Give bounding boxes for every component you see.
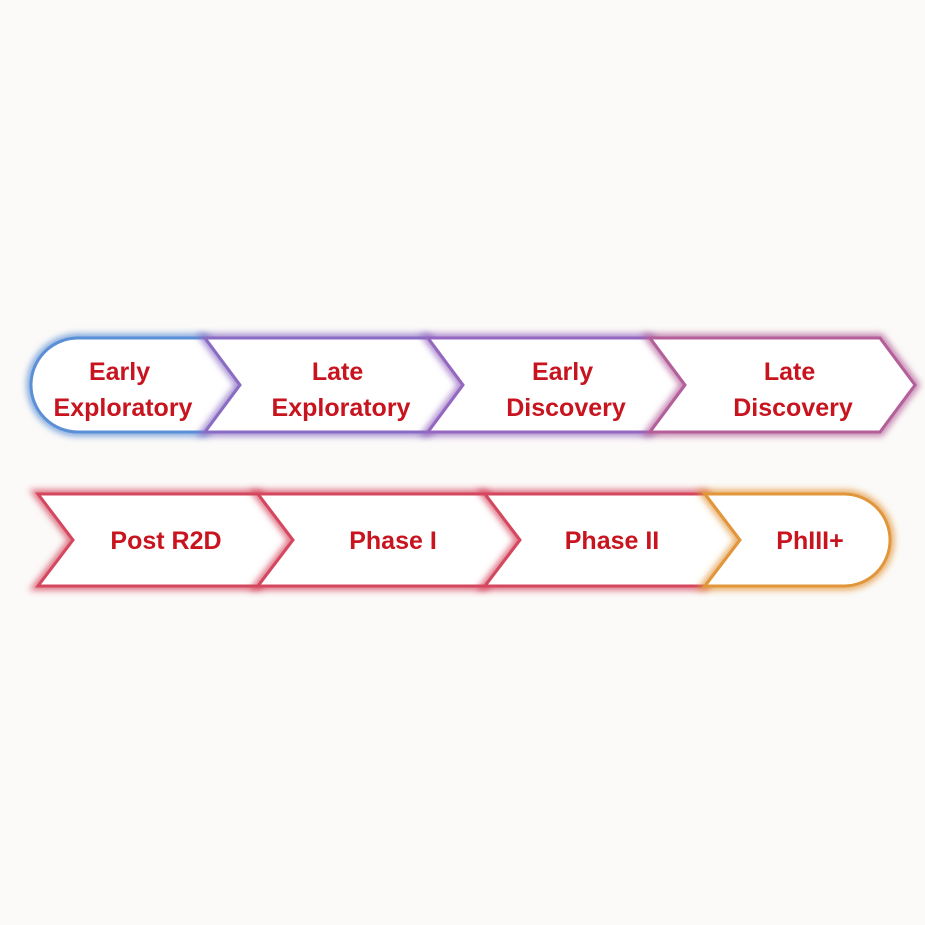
stage-label: Early Exploratory: [54, 358, 193, 422]
process-row-1: Early Exploratory Late Exploratory Early…: [26, 333, 921, 437]
stage-label: Early Discovery: [506, 358, 626, 422]
stage-phase-i: Phase I: [248, 489, 526, 591]
stage-phase-ii: Phase II: [475, 489, 746, 591]
stage-early-discovery: Early Discovery: [419, 333, 691, 437]
stage-early-exploratory: Early Exploratory: [26, 333, 246, 437]
stage-label: Late Exploratory: [272, 358, 411, 422]
stage-shape: [647, 336, 917, 434]
stage-shape: [701, 492, 892, 588]
stage-phiii-plus: PhIII+: [695, 489, 895, 591]
stage-label: Late Discovery: [733, 358, 853, 422]
process-row-2: Post R2D Phase I Phase II PhIII+: [28, 489, 895, 591]
stage-label: Phase II: [565, 527, 660, 555]
stage-post-r2d: Post R2D: [28, 489, 299, 591]
stage-shape: [29, 336, 242, 434]
stage-label: Phase I: [349, 527, 437, 555]
stage-label: Post R2D: [110, 527, 221, 555]
stage-late-discovery: Late Discovery: [641, 333, 921, 437]
stage-label: PhIII+: [776, 527, 843, 555]
stage-late-exploratory: Late Exploratory: [196, 333, 469, 437]
